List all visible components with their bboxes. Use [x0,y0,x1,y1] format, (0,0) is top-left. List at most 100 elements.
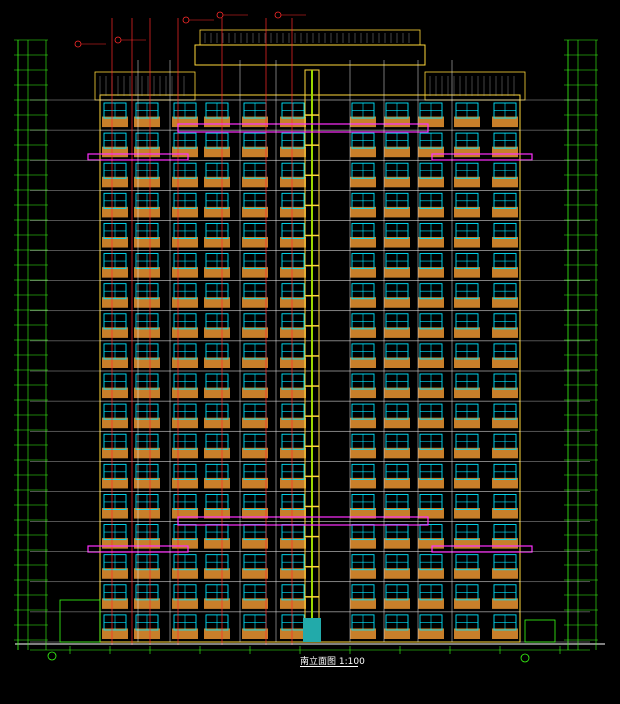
balcony-panel [454,387,480,399]
balcony-panel [384,357,410,368]
balcony-panel [384,447,410,459]
balcony-panel [418,387,444,399]
balcony-panel [242,327,268,338]
balcony-panel [102,568,128,579]
balcony-panel [242,447,268,459]
balcony-panel [102,146,128,158]
balcony-panel [418,628,444,639]
balcony-panel [134,447,160,459]
balcony-panel [384,327,410,338]
balcony-panel [384,297,410,308]
balcony-panel [172,176,198,188]
balcony-panel [102,297,128,308]
balcony-panel [172,297,198,308]
balcony-panel [280,387,306,399]
balcony-panel [384,206,410,218]
balcony-panel [102,357,128,368]
balcony-panel [280,598,306,609]
balcony-panel [204,237,230,248]
balcony-panel [492,598,518,609]
balcony-panel [418,327,444,338]
balcony-panel [204,206,230,218]
title-underline [300,666,358,667]
balcony-panel [172,206,198,218]
slab-band-lower [177,516,429,526]
balcony-panel [134,357,160,368]
balcony-panel [454,628,480,639]
balcony-panel [418,176,444,188]
balcony-panel [172,477,198,489]
balcony-panel [418,267,444,278]
balcony-panel [350,146,376,158]
balcony-panel [454,176,480,188]
balcony-panel [134,206,160,218]
balcony-panel [384,508,410,519]
balcony-panel [418,598,444,609]
balcony-panel [172,447,198,459]
balcony-panel [280,538,306,549]
balcony-panel [492,417,518,429]
balcony-panel [492,477,518,489]
balcony-panel [242,237,268,248]
balcony-panel [350,176,376,188]
balcony-panel [418,447,444,459]
balcony-panel [242,477,268,489]
balcony-panel [384,538,410,549]
balcony-panel [280,267,306,278]
callout-marker [274,11,282,19]
balcony-panel [492,628,518,639]
balcony-panel [350,206,376,218]
balcony-panel [384,176,410,188]
balcony-panel [102,327,128,338]
balcony-panel [350,477,376,489]
balcony-panel [134,598,160,609]
balcony-panel [384,417,410,429]
balcony-panel [492,327,518,338]
roof-right-wing [424,71,526,101]
balcony-panel [454,568,480,579]
balcony-panel [384,568,410,579]
balcony-panel [350,508,376,519]
balcony-panel [204,387,230,399]
balcony-panel [102,477,128,489]
slab-band-upper [177,123,429,133]
balcony-panel [102,628,128,639]
callout-marker [216,11,224,19]
balcony-panel [492,387,518,399]
balcony-panel [102,237,128,248]
balcony-panel [492,447,518,459]
drawing-scale: 1:100 [338,657,365,667]
callout-marker [74,40,82,48]
entrance-left [59,599,101,643]
balcony-panel [280,568,306,579]
balcony-panel [172,327,198,338]
balcony-panel [134,237,160,248]
balcony-panel [350,568,376,579]
balcony-panel [418,297,444,308]
balcony-panel [172,417,198,429]
balcony-panel [134,267,160,278]
balcony-panel [102,387,128,399]
balcony-panel [454,477,480,489]
balcony-panel [418,357,444,368]
balcony-panel [454,538,480,549]
balcony-panel [384,628,410,639]
balcony-panel [492,538,518,549]
balcony-panel [418,508,444,519]
balcony-panel [454,598,480,609]
balcony-panel [350,327,376,338]
balcony-panel [280,477,306,489]
balcony-panel [134,508,160,519]
callout-marker [114,36,122,44]
balcony-panel [454,267,480,278]
balcony-panel [172,116,198,128]
balcony-panel [384,267,410,278]
balcony-panel [102,267,128,278]
balcony-panel [204,508,230,519]
roof-crown [194,44,426,66]
balcony-panel [454,206,480,218]
balcony-panel [134,628,160,639]
axis-bubble [47,651,57,661]
balcony-panel [172,267,198,278]
balcony-panel [418,206,444,218]
